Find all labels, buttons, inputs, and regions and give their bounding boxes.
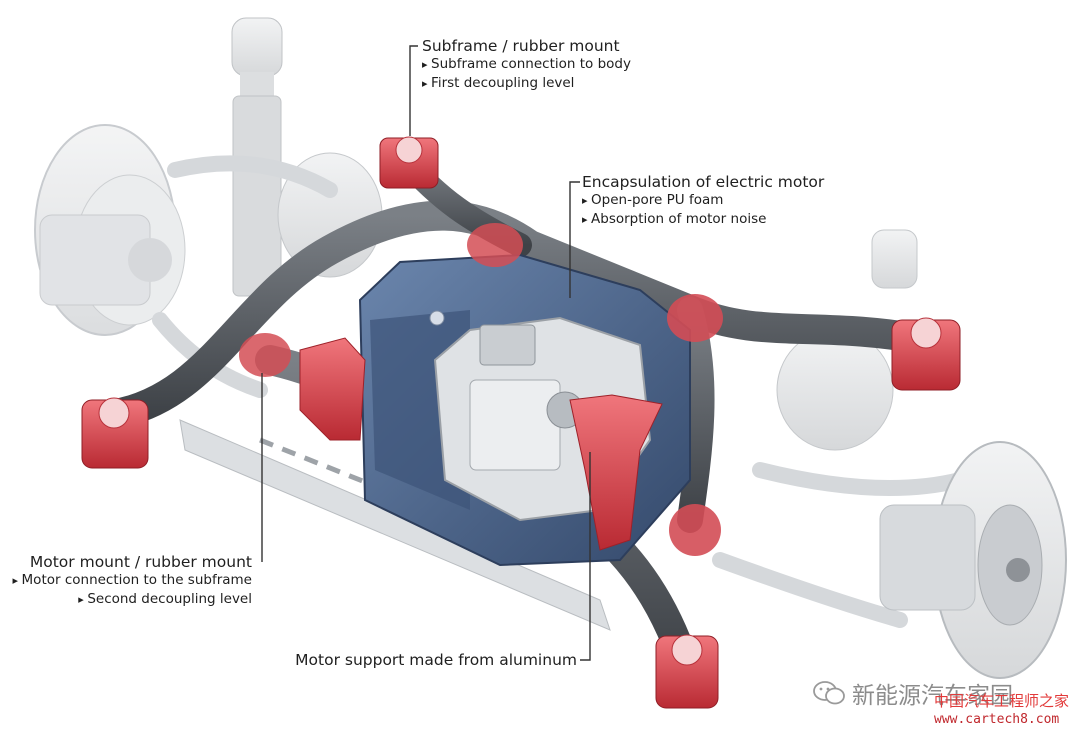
watermark-site-name: 中国汽车工程师之家 — [934, 692, 1070, 710]
watermark-channel: 新能源汽车家园 — [812, 676, 1013, 710]
right-brake-disc — [879, 441, 1067, 679]
subframe-mount-rear-left — [379, 136, 439, 189]
leader-lines — [261, 45, 591, 661]
motor-mount-rubber — [239, 223, 723, 556]
subframe-mount-front-right — [655, 634, 719, 709]
subframe-mount-rear-right — [891, 317, 961, 391]
callout-bullet: Absorption of motor noise — [582, 210, 824, 229]
callout-title: Subframe / rubber mount — [422, 37, 620, 55]
callout-title: Encapsulation of electric motor — [582, 173, 825, 191]
callout-title: Motor support made from aluminum — [295, 651, 577, 669]
callout-bullet: Second decoupling level — [13, 590, 252, 609]
callout-bullet: Motor connection to the subframe — [13, 571, 252, 590]
callout-bullet: Open-pore PU foam — [582, 191, 824, 210]
callout-motor-encapsulation: Encapsulation of electric motor Open-por… — [582, 173, 824, 229]
watermark-channel-name: 新能源汽车家园 — [852, 683, 1013, 709]
watermark-url: www.cartech8.com — [934, 712, 1060, 727]
motor-supports — [299, 337, 663, 551]
right-air-spring — [776, 229, 918, 451]
callout-subframe-mount: Subframe / rubber mount Subframe connect… — [422, 37, 631, 93]
callout-bullet: First decoupling level — [422, 74, 631, 93]
left-shock-absorber — [231, 17, 283, 297]
callout-title: Motor mount / rubber mount — [29, 553, 252, 571]
callout-motor-support: Motor support made from aluminum — [295, 651, 577, 669]
callout-motor-mount: Motor mount / rubber mount Motor connect… — [13, 553, 252, 609]
wechat-icon — [813, 681, 845, 705]
subframe-mount-front-left — [81, 397, 149, 469]
callout-bullet: Subframe connection to body — [422, 55, 631, 74]
left-wheel-assembly — [34, 124, 186, 336]
